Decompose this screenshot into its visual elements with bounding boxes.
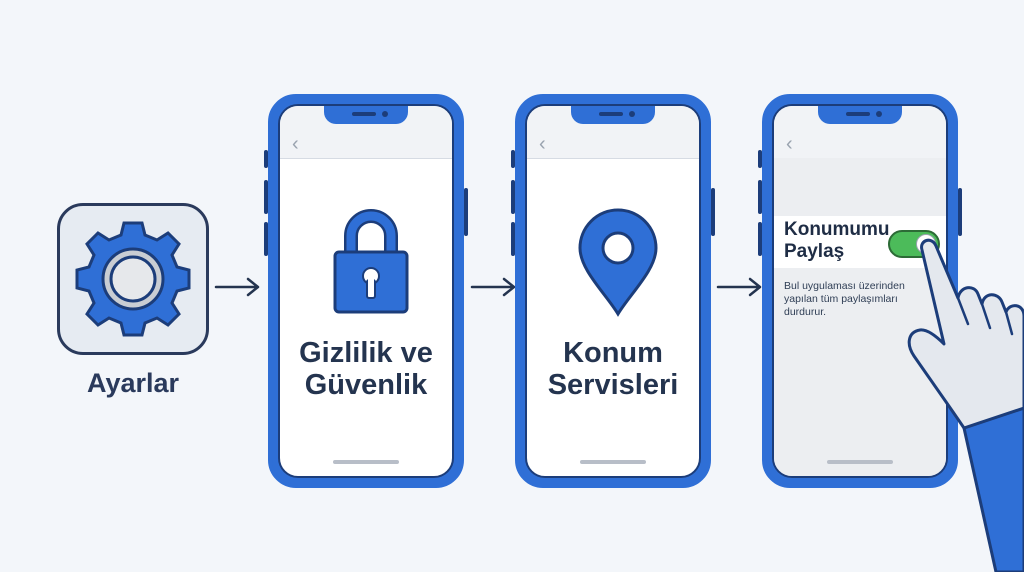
- location-pin-icon: [578, 208, 658, 317]
- arrow-right-icon: [716, 277, 762, 297]
- settings-app-icon[interactable]: [57, 203, 209, 355]
- phone-privacy-security: ‹ Gizlilik ve Güvenlik: [264, 94, 468, 488]
- setting-description: Bul uygulaması üzerinden yapılan tüm pay…: [784, 280, 905, 319]
- step-label: Konum Servisleri: [547, 337, 679, 401]
- phone-screen: ‹ Konumumu Paylaş Bul uygulaması üzerind…: [772, 104, 948, 478]
- home-indicator: [827, 460, 893, 464]
- lock-icon: [333, 209, 409, 314]
- hand-pointer-icon: [907, 238, 1024, 572]
- arrow-right-icon: [470, 277, 516, 297]
- settings-label: Ayarlar: [86, 368, 180, 398]
- phone-screen: ‹ Konum Servisleri: [525, 104, 701, 478]
- home-indicator: [580, 460, 646, 464]
- step-label: Gizlilik ve Güvenlik: [299, 337, 433, 401]
- back-button[interactable]: ‹: [539, 133, 546, 155]
- home-indicator: [333, 460, 399, 464]
- phone-screen: ‹ Gizlilik ve Güvenlik: [278, 104, 454, 478]
- back-button[interactable]: ‹: [786, 133, 793, 155]
- phone-location-services: ‹ Konum Servisleri: [511, 94, 715, 488]
- arrow-right-icon: [214, 277, 260, 297]
- gear-icon: [75, 221, 191, 337]
- setting-title: Konumumu Paylaş: [784, 219, 890, 262]
- back-button[interactable]: ‹: [292, 133, 299, 155]
